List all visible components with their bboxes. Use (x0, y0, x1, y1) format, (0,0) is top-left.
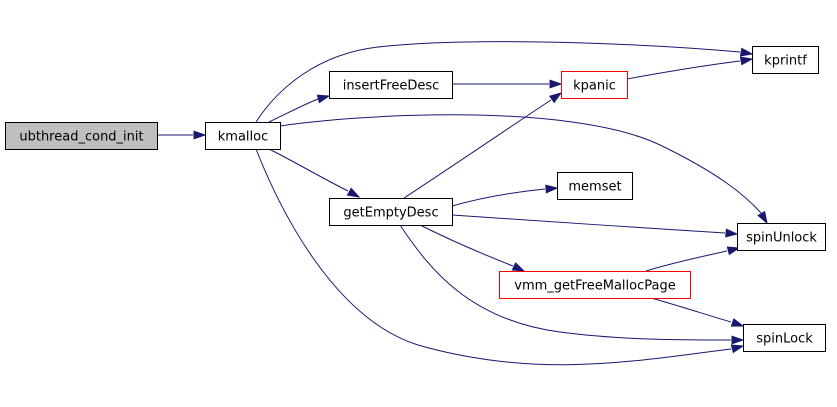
edge-line (268, 98, 319, 123)
node-box[interactable] (329, 198, 453, 226)
edges-layer (157, 41, 768, 366)
node-memset[interactable]: memset (557, 172, 633, 200)
edge-line (268, 148, 349, 192)
node-getEmptyDesc[interactable]: getEmptyDesc (329, 198, 453, 226)
edge-getEmptyDesc-to-spinUnlock (451, 214, 739, 238)
node-label: ubthread_cond_init (19, 130, 143, 145)
arrowhead (545, 184, 559, 194)
edge-line (650, 297, 732, 323)
edge-line (403, 99, 552, 199)
edge-kpanic-to-kprintf (626, 56, 754, 80)
arrowhead (549, 79, 563, 89)
node-label: insertFreeDesc (343, 79, 440, 94)
node-box[interactable] (329, 71, 453, 99)
node-box[interactable] (205, 122, 281, 150)
node-label: memset (568, 180, 621, 195)
arrowhead (730, 344, 745, 354)
edge-line (626, 60, 741, 80)
node-label: kpanic (573, 79, 616, 94)
node-kpanic[interactable]: kpanic (561, 71, 628, 99)
node-box[interactable] (561, 71, 628, 99)
edge-ubthread_cond_init-to-kmalloc (157, 130, 207, 140)
node-insertFreeDesc[interactable]: insertFreeDesc (329, 71, 453, 99)
edge-line (399, 224, 732, 341)
arrowhead (725, 228, 739, 238)
edge-insertFreeDesc-to-kpanic (452, 79, 563, 89)
edge-getEmptyDesc-to-kpanic (403, 92, 563, 199)
node-ubthread_cond_init[interactable]: ubthread_cond_init (5, 122, 158, 150)
arrowhead (731, 335, 745, 345)
edge-kmalloc-to-getEmptyDesc (268, 148, 361, 198)
edge-kmalloc-to-spinUnlock (279, 114, 768, 225)
arrowhead (511, 262, 526, 272)
arrowhead (548, 92, 563, 104)
node-spinLock[interactable]: spinLock (743, 324, 826, 352)
edge-kmalloc-to-kprintf (255, 41, 754, 123)
node-label: spinLock (756, 332, 813, 347)
arrowhead (726, 246, 741, 256)
edge-line (255, 41, 741, 123)
arrowhead (316, 94, 331, 104)
node-vmm_getFreeMallocPage[interactable]: vmm_getFreeMallocPage (499, 271, 691, 299)
arrowhead (739, 56, 754, 66)
edge-line (451, 214, 726, 234)
node-box[interactable] (743, 324, 826, 352)
edge-line (255, 148, 732, 366)
edge-vmm_getFreeMallocPage-to-spinLock (650, 297, 745, 327)
edge-getEmptyDesc-to-spinLock (399, 224, 745, 345)
node-label: kmalloc (218, 130, 268, 145)
node-label: vmm_getFreeMallocPage (514, 279, 675, 294)
edge-line (279, 114, 762, 214)
node-box[interactable] (737, 223, 826, 251)
node-box[interactable] (5, 122, 158, 150)
edge-getEmptyDesc-to-vmm_getFreeMallocPage (419, 224, 526, 272)
edge-line (645, 250, 728, 272)
edge-vmm_getFreeMallocPage-to-spinUnlock (645, 246, 741, 272)
node-box[interactable] (557, 172, 633, 200)
node-spinUnlock[interactable]: spinUnlock (737, 223, 826, 251)
edge-kmalloc-to-insertFreeDesc (268, 94, 331, 123)
edge-line (451, 188, 546, 207)
nodes-layer: ubthread_cond_init kmalloc insertFreeDesc g… (5, 46, 826, 352)
edge-line (419, 224, 514, 267)
node-label: getEmptyDesc (343, 206, 438, 221)
arrowhead (730, 318, 745, 327)
arrowhead (193, 130, 207, 140)
node-kprintf[interactable]: kprintf (752, 46, 819, 74)
arrowhead (757, 210, 768, 225)
node-label: kprintf (764, 54, 807, 69)
node-box[interactable] (499, 271, 691, 299)
node-box[interactable] (752, 46, 819, 74)
edge-kmalloc-to-spinLock (255, 148, 745, 366)
edge-getEmptyDesc-to-memset (451, 184, 559, 207)
node-kmalloc[interactable]: kmalloc (205, 122, 281, 150)
arrowhead (346, 187, 361, 198)
arrowhead (739, 47, 754, 57)
node-label: spinUnlock (746, 231, 817, 246)
